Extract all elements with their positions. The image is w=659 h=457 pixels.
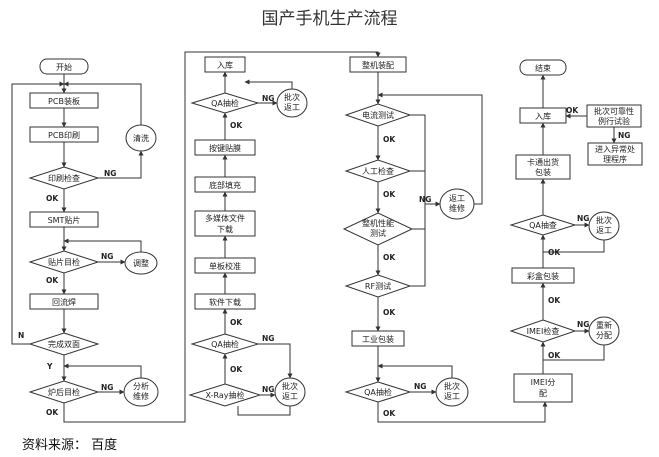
col3: 整机装配 电流测试 人工检查 整机性能 测试 返工 维修 RF测试 工业包装 Q… [342,56,548,423]
svg-text:OK: OK [230,365,243,374]
svg-text:批次: 批次 [282,381,298,391]
svg-text:入库: 入库 [535,111,551,121]
svg-text:清洗: 清洗 [133,133,149,143]
svg-text:进入异常处: 进入异常处 [595,144,635,154]
svg-text:OK: OK [383,409,396,418]
svg-text:贴片目检: 贴片目检 [48,257,80,267]
svg-text:NG: NG [419,195,431,204]
svg-text:NG: NG [104,169,116,178]
svg-text:分配: 分配 [596,331,612,340]
svg-text:返工: 返工 [444,392,460,401]
svg-text:X-Ray抽检: X-Ray抽检 [206,390,245,400]
svg-text:QA抽检: QA抽检 [211,339,239,349]
svg-text:OK: OK [46,408,59,417]
svg-text:Y: Y [46,362,53,371]
xray-decision [188,383,262,407]
svg-text:软件下载: 软件下载 [209,297,241,307]
svg-text:卡通出货: 卡通出货 [527,157,559,167]
svg-text:OK: OK [566,106,579,115]
col4: 结束 入库 批次可靠性 例行试验 进入异常处 理程序 卡通出货 包装 QA抽查 … [509,59,643,403]
svg-text:NG: NG [262,385,274,394]
svg-text:NG: NG [101,383,113,392]
svg-text:OK: OK [230,121,243,130]
svg-text:QA抽查: QA抽查 [529,220,557,230]
svg-text:PCB印刷: PCB印刷 [48,131,80,140]
svg-text:例行试验: 例行试验 [598,116,630,126]
page-title: 国产手机生产流程 [261,9,398,29]
svg-text:OK: OK [230,318,243,327]
svg-text:OK: OK [383,190,396,199]
svg-text:OK: OK [383,135,396,144]
svg-text:下载: 下载 [217,224,233,234]
svg-text:NG: NG [414,382,426,391]
analyze-repair-label-2: 维修 [133,391,149,401]
svg-text:电流测试: 电流测试 [362,110,394,120]
imei-assign-node [513,373,573,403]
svg-text:结束: 结束 [535,63,551,73]
svg-text:整机性能: 整机性能 [362,218,394,228]
svg-text:QA抽检: QA抽检 [211,98,239,108]
svg-text:多媒体文件: 多媒体文件 [205,213,245,223]
svg-text:批次: 批次 [596,215,612,225]
svg-text:IMEI分: IMEI分 [531,378,556,387]
svg-text:批次可靠性: 批次可靠性 [594,106,634,116]
svg-text:返工: 返工 [596,226,612,235]
media-download-node [194,210,256,237]
svg-text:RF测试: RF测试 [365,281,391,291]
svg-text:OK: OK [383,308,396,317]
svg-text:OK: OK [46,194,59,203]
svg-text:人工检查: 人工检查 [362,166,394,176]
svg-text:底部填充: 底部填充 [209,180,241,190]
svg-text:印刷检查: 印刷检查 [48,173,80,183]
svg-text:QA抽检: QA抽检 [364,387,392,397]
svg-text:OK: OK [383,253,396,262]
svg-text:NG: NG [262,334,274,343]
svg-text:NG: NG [618,131,630,140]
analyze-repair-label-1: 分析 [133,381,149,391]
svg-text:OK: OK [548,248,561,257]
svg-text:彩盒包装: 彩盒包装 [527,271,559,281]
col2: 入库 QA抽检 批次 返工 按键贴膜 底部填充 多媒体文件 下载 单板校准 软件… [188,56,308,416]
svg-text:入库: 入库 [217,60,233,70]
svg-text:OK: OK [46,276,59,285]
svg-text:NG: NG [262,94,274,103]
svg-text:完成双面: 完成双面 [48,339,80,349]
svg-text:OK: OK [548,351,561,360]
source-note: 资料来源： 百度 [22,438,118,453]
svg-text:重新: 重新 [596,320,612,330]
svg-text:整机装配: 整机装配 [362,60,394,70]
svg-text:N: N [18,331,24,340]
svg-text:返工: 返工 [284,103,300,112]
svg-text:按键贴膜: 按键贴膜 [209,143,241,153]
svg-text:返工: 返工 [449,194,465,203]
svg-text:测试: 测试 [370,228,386,238]
svg-text:批次: 批次 [284,92,300,102]
svg-text:返工: 返工 [282,392,298,401]
svg-text:配: 配 [539,389,547,398]
svg-text:IMEI检查: IMEI检查 [527,326,560,336]
svg-text:调整: 调整 [133,258,149,268]
svg-text:理程序: 理程序 [603,154,627,164]
svg-text:维修: 维修 [449,203,465,213]
svg-text:NG: NG [577,214,589,223]
svg-text:NG: NG [101,252,113,261]
col1: 开始 PCB装板 PCB印刷 印刷检查 清洗 SMT贴片 贴片目检 调整 回流焊… [11,51,381,423]
svg-text:批次: 批次 [444,381,460,391]
start-label: 开始 [56,62,72,72]
svg-text:包装: 包装 [535,167,551,177]
svg-text:SMT贴片: SMT贴片 [48,215,81,225]
svg-text:回流焊: 回流焊 [52,297,76,307]
svg-text:单板校准: 单板校准 [209,261,241,271]
svg-text:炉后目检: 炉后目检 [48,387,80,397]
svg-text:工业包装: 工业包装 [362,334,394,344]
svg-text:OK: OK [548,296,561,305]
svg-text:NG: NG [577,320,589,329]
svg-text:PCB装板: PCB装板 [48,96,80,106]
